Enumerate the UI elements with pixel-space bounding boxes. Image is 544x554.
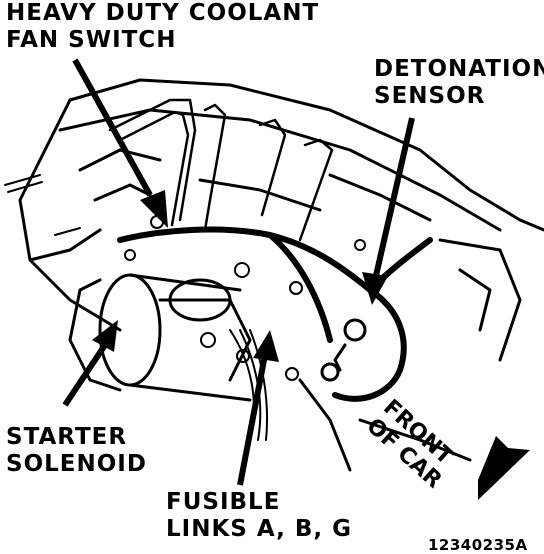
bolts [4, 174, 366, 381]
arrow-front-of-car [478, 436, 530, 500]
arrow-coolant-fan-switch [72, 58, 153, 197]
engine-block [18, 78, 544, 472]
starter-body [68, 273, 252, 402]
figure-number: 12340235A [428, 536, 528, 554]
arrow-fusible-links [237, 354, 268, 486]
arrow-detonation-sensor [372, 117, 415, 281]
arrow-starter-solenoid [62, 343, 108, 407]
detonation-sensor-part [320, 318, 367, 382]
label-coolant-fan-switch: HEAVY DUTY COOLANT FAN SWITCH [6, 0, 320, 53]
label-detonation-sensor: DETONATION SENSOR [374, 56, 544, 109]
fuel-lines [108, 98, 334, 242]
label-starter-solenoid: STARTER SOLENOID [6, 424, 147, 477]
leader-arrows [62, 58, 530, 500]
label-fusible-links: FUSIBLE LINKS A, B, G [166, 489, 352, 542]
